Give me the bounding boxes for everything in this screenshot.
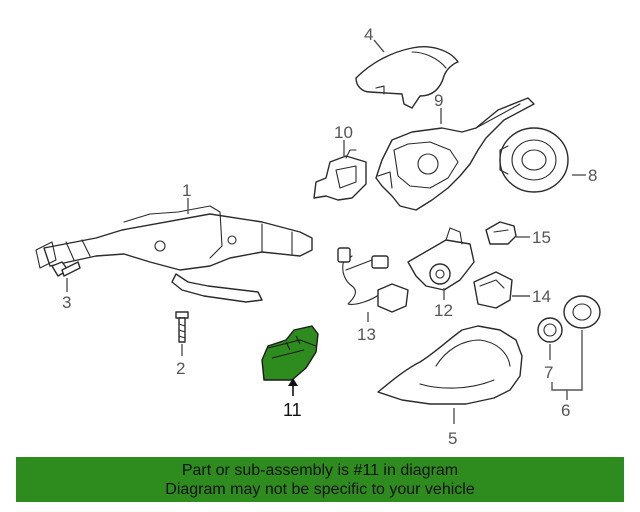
callout-label-6: 6 [561, 401, 570, 420]
callout-15: 15 [516, 228, 551, 247]
part-4-upper-shroud [355, 46, 459, 109]
callout-3: 3 [62, 278, 71, 312]
part-14-sensor [473, 271, 513, 309]
part-9-combination-switch [375, 97, 535, 211]
callout-9: 9 [434, 91, 443, 124]
part-6-ring [563, 295, 601, 329]
callout-4: 4 [364, 25, 385, 53]
callout-7: 7 [544, 344, 553, 382]
callout-label-9: 9 [434, 91, 443, 110]
callout-label-13: 13 [357, 325, 376, 344]
part-1-steering-column [35, 205, 313, 303]
parts-diagram: 4 9 10 8 1 15 3 12 14 13 2 7 [35, 25, 601, 448]
part-7-clip [537, 317, 563, 343]
callout-label-14: 14 [532, 287, 551, 306]
banner-line-1: Part or sub-assembly is #11 in diagram [181, 462, 459, 479]
callout-5: 5 [448, 408, 457, 448]
callout-11: 11 [283, 378, 302, 420]
part-2-bolt [175, 311, 189, 343]
callout-2: 2 [176, 344, 185, 378]
info-banner: Part or sub-assembly is #11 in diagram D… [16, 457, 624, 502]
part-5-lower-shroud [377, 325, 523, 405]
callout-10: 10 [334, 123, 353, 156]
callout-label-11: 11 [283, 400, 302, 420]
callout-label-4: 4 [364, 25, 373, 44]
callout-14: 14 [512, 287, 551, 306]
part-3-bolt [51, 261, 81, 277]
callout-12: 12 [434, 288, 453, 320]
part-12-ignition-switch [407, 227, 475, 291]
part-8-clock-spring [499, 127, 569, 193]
callout-label-12: 12 [434, 301, 453, 320]
callout-label-7: 7 [544, 363, 553, 382]
callout-label-1: 1 [182, 181, 191, 200]
callout-label-8: 8 [588, 166, 597, 185]
callout-label-10: 10 [334, 123, 353, 142]
part-13-wiring-harness [337, 247, 409, 313]
callout-label-5: 5 [448, 429, 457, 448]
callout-label-15: 15 [532, 228, 551, 247]
part-15-clip [485, 221, 517, 245]
part-10-bracket [313, 149, 367, 201]
callout-6: 6 [551, 330, 583, 420]
callout-label-3: 3 [62, 293, 71, 312]
part-11-highlighted [261, 325, 319, 381]
callout-1: 1 [182, 181, 191, 214]
callout-label-2: 2 [176, 359, 185, 378]
callout-13: 13 [357, 312, 376, 344]
banner-line-2: Diagram may not be specific to your vehi… [165, 481, 475, 498]
callout-8: 8 [572, 166, 597, 185]
